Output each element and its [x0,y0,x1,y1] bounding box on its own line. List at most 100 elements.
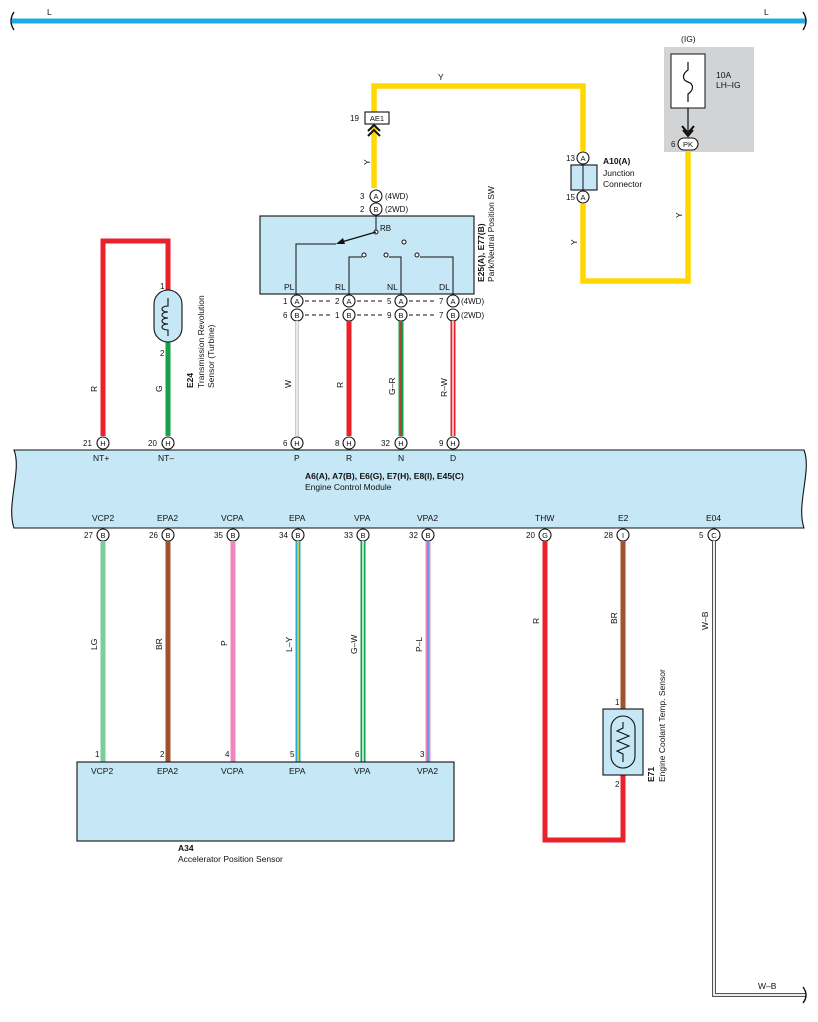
wire-label-r-sensor: R [89,386,99,392]
wire-label-l-y: L–Y [284,637,294,652]
svg-text:7: 7 [439,297,444,306]
svg-text:EPA: EPA [289,766,306,776]
svg-text:1: 1 [95,750,100,759]
svg-text:5: 5 [290,750,295,759]
svg-text:2: 2 [160,750,165,759]
engine-control-module: A6(A), A7(B), E6(G), E7(H), E8(I), E45(C… [11,436,807,542]
ecm-ids: A6(A), A7(B), E6(G), E7(H), E8(I), E45(C… [305,471,464,481]
svg-text:B: B [373,205,378,214]
switch-blade [337,231,377,244]
svg-text:C: C [711,531,717,540]
svg-text:8: 8 [335,439,340,448]
svg-text:R: R [346,453,352,463]
accel-sensor-name: Accelerator Position Sensor [178,854,283,864]
wire-label-g-w: G–W [349,635,359,654]
wire-label-r: R [335,382,345,388]
svg-text:B: B [360,531,365,540]
fuse-conn: PK [683,140,693,149]
switch-id: E25(A), E77(B) [476,223,486,282]
wire-label-br-e2: BR [609,612,619,624]
svg-text:2: 2 [160,349,165,358]
svg-text:NT+: NT+ [93,453,109,463]
fuse-block: (IG) 10A LH–IG PK 6 [664,34,754,152]
svg-text:VCP2: VCP2 [92,513,114,523]
wire-label-br: BR [154,638,164,650]
switch-term-dl: DL [439,282,450,292]
svg-text:B: B [165,531,170,540]
wire-label-p-l: P–L [414,637,424,652]
svg-text:VCPA: VCPA [221,513,244,523]
svg-text:B: B [100,531,105,540]
svg-text:E04: E04 [706,513,721,523]
svg-text:B: B [450,311,455,320]
junction-pin-bottom-num: 15 [566,193,575,202]
coil-icon [161,298,169,336]
junction-pin-bottom [576,190,590,204]
accel-wires: LG BR P L–Y G–W P–L [89,541,431,762]
svg-text:VCP2: VCP2 [91,766,113,776]
svg-text:B: B [398,311,403,320]
svg-text:A: A [294,297,299,306]
coolant-sensor-id: E71 [646,767,656,782]
fuse-arrow-icon [681,125,695,135]
ae1-chevron-icon [367,123,381,137]
wire-label-w: W [283,380,293,388]
junction-id: A10(A) [603,156,631,166]
svg-text:H: H [346,439,351,448]
svg-text:6: 6 [283,311,288,320]
switch-ecm-wires: W R G–R R–W [283,321,456,436]
wire-label-g-r: G–R [387,378,397,395]
wire-y-top [371,83,586,151]
svg-text:5: 5 [387,297,392,306]
svg-text:EPA: EPA [289,513,306,523]
wire-label-y-top: Y [438,72,444,82]
wire-label-y-left: Y [362,159,372,165]
svg-text:THW: THW [535,513,554,523]
switch-rb: RB [380,224,391,233]
svg-text:35: 35 [214,531,223,540]
svg-text:H: H [165,439,170,448]
svg-text:2: 2 [360,205,365,214]
svg-text:H: H [294,439,299,448]
svg-text:NT–: NT– [158,453,174,463]
wire-label-y-right: Y [674,212,684,218]
top-bus: L L [10,7,807,31]
wire-label-w-b-vertical: W–B [700,611,710,630]
svg-text:G: G [542,531,548,540]
switch-row-a: A A A A 1 2 5 7 (4WD) [283,294,484,308]
wire-y-bottom [580,151,691,284]
ae1-label: AE1 [370,114,384,123]
svg-text:20: 20 [526,531,535,540]
svg-text:7: 7 [439,311,444,320]
svg-text:28: 28 [604,531,613,540]
fuse-icon [682,62,694,102]
wire-r-thw [542,541,626,843]
svg-text:VPA: VPA [354,766,371,776]
svg-text:1: 1 [160,282,165,291]
svg-text:1: 1 [335,311,340,320]
switch-row-b: B B B B 6 1 9 7 (2WD) [283,308,484,322]
svg-text:32: 32 [409,531,418,540]
svg-text:1: 1 [283,297,288,306]
accelerator-position-sensor: 1 VCP2 2 EPA2 4 VCPA 5 EPA 6 VPA 3 VPA2 … [76,750,455,864]
svg-text:3: 3 [360,192,365,201]
trans-sensor-line1: Transmission Revolution [196,295,206,388]
svg-text:B: B [346,311,351,320]
svg-text:A: A [580,154,585,163]
coolant-sensor-name: Engine Coolant Temp. Sensor [657,669,667,782]
svg-text:VPA2: VPA2 [417,513,438,523]
svg-text:33: 33 [344,531,353,540]
switch-tag-2wd: (2WD) [461,311,484,320]
trans-sensor-body [153,289,183,343]
ground-break [802,986,807,1004]
trans-revolution-sensor: 1 2 E24 Transmission Revolution Sensor (… [89,238,216,436]
svg-text:(4WD): (4WD) [385,192,408,201]
wire-label-w-b-bottom: W–B [758,981,777,991]
wire-label-y-mid: Y [569,239,579,245]
svg-text:VPA2: VPA2 [417,766,438,776]
svg-text:6: 6 [283,439,288,448]
svg-text:E2: E2 [618,513,629,523]
fuse-rating: 10A [716,70,731,80]
svg-text:20: 20 [148,439,157,448]
